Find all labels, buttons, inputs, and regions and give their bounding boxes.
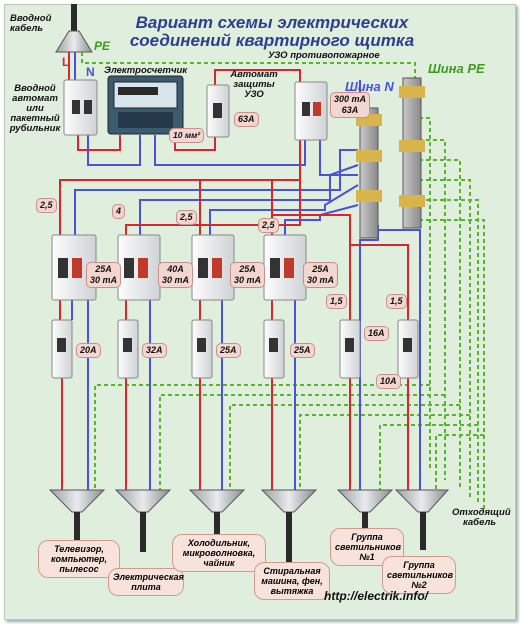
rcd-4-amps: 25A bbox=[312, 264, 329, 274]
rcd-1-amps: 25A bbox=[95, 264, 112, 274]
bus-n-label: Шина N bbox=[345, 79, 394, 94]
outgoing-cable-3 bbox=[188, 489, 246, 534]
fire-rcd-device bbox=[294, 81, 328, 141]
cb-4-rating: 25A bbox=[290, 343, 315, 358]
rcd-2-amps: 40A bbox=[167, 264, 184, 274]
load-5-label: Группа светильников №1 bbox=[330, 528, 404, 566]
fire-rcd-current: 300 mA bbox=[334, 94, 367, 104]
load-2-label: Электрическая плита bbox=[108, 568, 184, 596]
rcd-1-rating: 25A 30 mA bbox=[86, 262, 122, 288]
rcd-4-rating: 25A 30 mA bbox=[303, 262, 339, 288]
load-3-label: Холодильник, микроволновка, чайник bbox=[172, 534, 266, 572]
bus-pe-label: Шина PE bbox=[428, 61, 485, 76]
website-link[interactable]: http://electrik.info/ bbox=[324, 589, 429, 603]
main-switch-label: Вводной автомат или пакетный рубильник bbox=[9, 83, 61, 134]
rcd-3-device bbox=[191, 234, 235, 301]
input-cable-label: Вводной кабель bbox=[10, 13, 52, 34]
diagram-title: Вариант схемы электрических соединений к… bbox=[129, 13, 415, 50]
electricity-meter-device bbox=[107, 75, 184, 135]
neutral-wiring bbox=[71, 52, 421, 490]
phase-l-label: L bbox=[62, 55, 70, 69]
outgoing-cable-6 bbox=[394, 489, 450, 550]
neutral-n-label: N bbox=[86, 65, 95, 79]
rcd-protect-auto-label: Автомат защиты УЗО bbox=[230, 69, 278, 100]
wire-section-2: 4 bbox=[112, 204, 126, 219]
main-switch-device bbox=[63, 79, 98, 136]
n-bus-bar bbox=[356, 107, 382, 239]
load-1-label: Телевизор, компьютер, пылесос bbox=[38, 540, 120, 578]
outgoing-cable-4 bbox=[260, 489, 318, 562]
load-4-label: Стиральная машина, фен, вытяжка bbox=[254, 562, 330, 600]
rcd-devices bbox=[51, 234, 307, 301]
outgoing-cable-2 bbox=[114, 489, 172, 552]
rcd-2-ma: 30 mA bbox=[162, 275, 190, 285]
wire-section-5: 1,5 bbox=[326, 294, 347, 309]
rcd-protection-automat-device bbox=[206, 84, 230, 138]
fire-rcd-label: УЗО противопожарное bbox=[268, 50, 380, 61]
rcd-3-amps: 25A bbox=[239, 264, 256, 274]
cb-2-rating: 32A bbox=[142, 343, 167, 358]
wire-section-4: 2,5 bbox=[258, 218, 279, 233]
outgoing-cable-1 bbox=[48, 489, 106, 552]
pe-bus-bar bbox=[399, 77, 425, 229]
rcd-4-ma: 30 mA bbox=[307, 275, 335, 285]
auto-rcd-rating: 63A bbox=[234, 112, 259, 127]
input-cable bbox=[55, 4, 93, 53]
cb-4-device bbox=[263, 319, 285, 379]
outgoing-cable-5 bbox=[336, 489, 394, 528]
fire-rcd-rating-amps: 63A bbox=[341, 105, 359, 115]
outgoing-cable-label: Отходящий кабель bbox=[452, 507, 511, 528]
rcd-1-ma: 30 mA bbox=[90, 275, 118, 285]
cb-5-rating: 16A bbox=[364, 326, 389, 341]
cb-1-rating: 20A bbox=[76, 343, 101, 358]
cb-2-device bbox=[117, 319, 139, 379]
rcd-2-device bbox=[117, 234, 161, 301]
cb-3-rating: 25A bbox=[216, 343, 241, 358]
rcd-1-device bbox=[51, 234, 97, 301]
rcd-3-rating: 25A 30 mA bbox=[230, 262, 266, 288]
wire-section-3: 2,5 bbox=[176, 210, 197, 225]
outgoing-cables bbox=[48, 489, 450, 562]
wire-section-1: 2,5 bbox=[36, 198, 57, 213]
rcd-2-rating: 40A 30 mA bbox=[158, 262, 194, 288]
cb-5-device bbox=[339, 319, 361, 379]
pe-label: PE bbox=[94, 39, 111, 53]
cb-6-rating: 10A bbox=[376, 374, 401, 389]
phase-wiring bbox=[59, 52, 409, 490]
fire-rcd-rating: 300 mA 63A bbox=[330, 92, 371, 118]
load-6-label: Группа светильников №2 bbox=[382, 556, 456, 594]
rcd-4-device bbox=[263, 234, 307, 301]
rcd-3-ma: 30 mA bbox=[234, 275, 262, 285]
cable-meter-rating: 10 мм² bbox=[169, 128, 205, 143]
cb-3-device bbox=[191, 319, 213, 379]
circuit-breaker-devices bbox=[51, 319, 419, 379]
cb-1-device bbox=[51, 319, 73, 379]
cb-6-device bbox=[397, 319, 419, 379]
wire-section-6: 1,5 bbox=[386, 294, 407, 309]
meter-label: Электросчетчик bbox=[104, 65, 188, 76]
